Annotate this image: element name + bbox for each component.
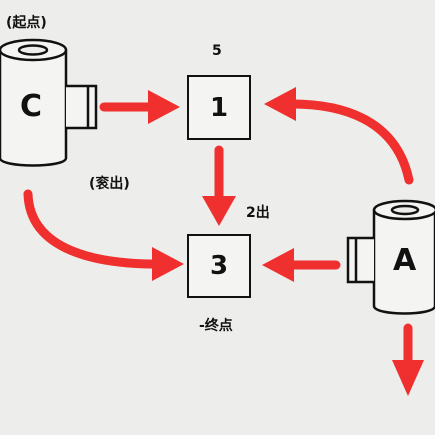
mid-right-label: 2出 <box>246 205 270 221</box>
arrow-1-to-3-head <box>202 196 236 226</box>
end-label: -终点 <box>199 318 233 334</box>
arrow-c-to-1-head <box>148 90 180 124</box>
arrow-a-to-1 <box>287 99 414 185</box>
top-number-label: 5 <box>212 43 222 59</box>
arrow-c-to-3-head <box>152 247 184 281</box>
arrow-c-to-3 <box>23 189 161 269</box>
start-label: (起点) <box>6 15 47 31</box>
cylinder-a <box>346 199 435 315</box>
node-c-letter: C <box>20 89 43 124</box>
arrow-a-out-head <box>392 360 424 396</box>
process-box-3: 3 <box>187 234 251 298</box>
cylinder-c <box>0 38 98 167</box>
process-box-1: 1 <box>187 75 251 140</box>
arrow-a-to-1-head <box>264 87 296 121</box>
arrows <box>23 87 424 396</box>
node-a-letter: A <box>393 243 417 278</box>
mid-left-label: (衮出) <box>89 176 130 192</box>
arrow-a-to-3-head <box>262 248 294 282</box>
